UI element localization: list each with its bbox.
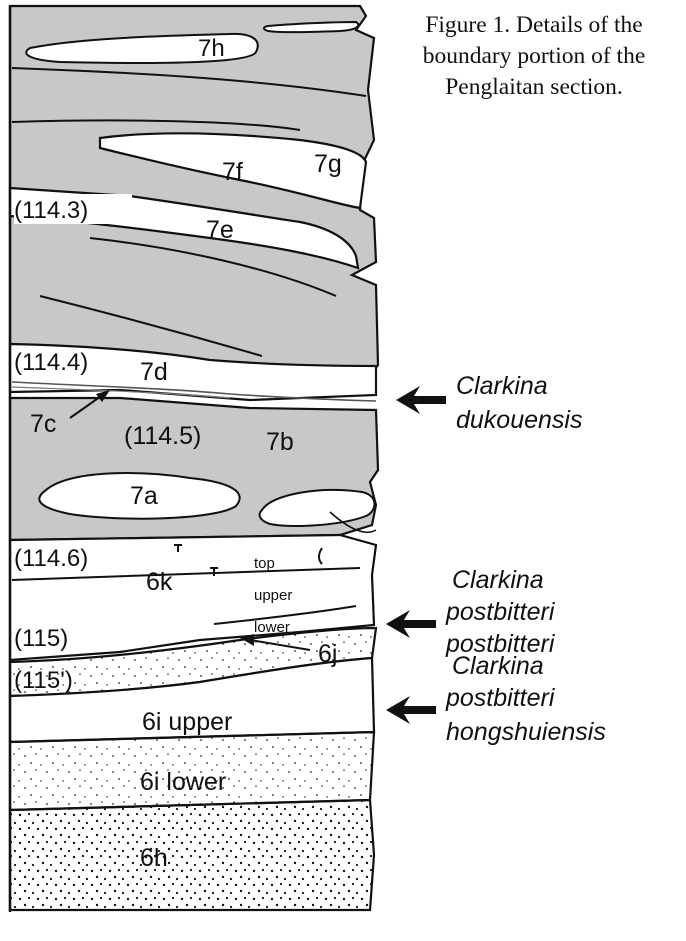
taxon-hongshuiensis-species: postbitteri [445, 684, 556, 712]
subunit-lower: lower [254, 619, 290, 636]
bed-label-6k: 6k [146, 568, 173, 596]
height-114-3: (114.3) [14, 197, 88, 224]
bed-label-6i-upper: 6i upper [142, 708, 232, 736]
taxon-hongshuiensis-subspecies: hongshuiensis [446, 718, 606, 746]
bed-label-7d: 7d [140, 358, 168, 386]
subunit-top: top [254, 555, 275, 572]
dukouensis-arrow [396, 386, 446, 414]
height-114-4: (114.4) [14, 349, 88, 376]
bed-label-7b: 7b [266, 428, 294, 456]
height-115-prime: (115') [14, 667, 73, 694]
taxon-postbitteri-genus: Clarkina [452, 566, 544, 594]
bed-label-7a: 7a [130, 482, 158, 510]
bed-label-7f: 7f [222, 158, 243, 186]
taxon-dukouensis-species: dukouensis [456, 406, 582, 434]
taxon-dukouensis-genus: Clarkina [456, 372, 548, 400]
bed-label-7h: 7h [198, 35, 225, 62]
height-114-6: (114.6) [14, 545, 88, 572]
bed-label-6i-lower: 6i lower [140, 768, 226, 796]
taxon-postbitteri-species: postbitteri [445, 598, 556, 626]
bed-label-7g: 7g [314, 150, 342, 178]
postbitteri-arrow [386, 610, 436, 638]
bed-label-6h: 6h [140, 844, 168, 872]
bed-label-7c: 7c [30, 410, 56, 438]
hongshuiensis-arrow [386, 696, 436, 724]
subunit-upper: upper [254, 587, 292, 604]
taxon-hongshuiensis-genus: Clarkina [452, 652, 544, 680]
bed-6h-unit [10, 800, 374, 910]
height-115: (115) [14, 625, 68, 652]
bed-label-7e: 7e [206, 216, 234, 244]
height-114-5: (114.5) [124, 422, 201, 450]
bed-label-6j: 6j [318, 640, 337, 668]
